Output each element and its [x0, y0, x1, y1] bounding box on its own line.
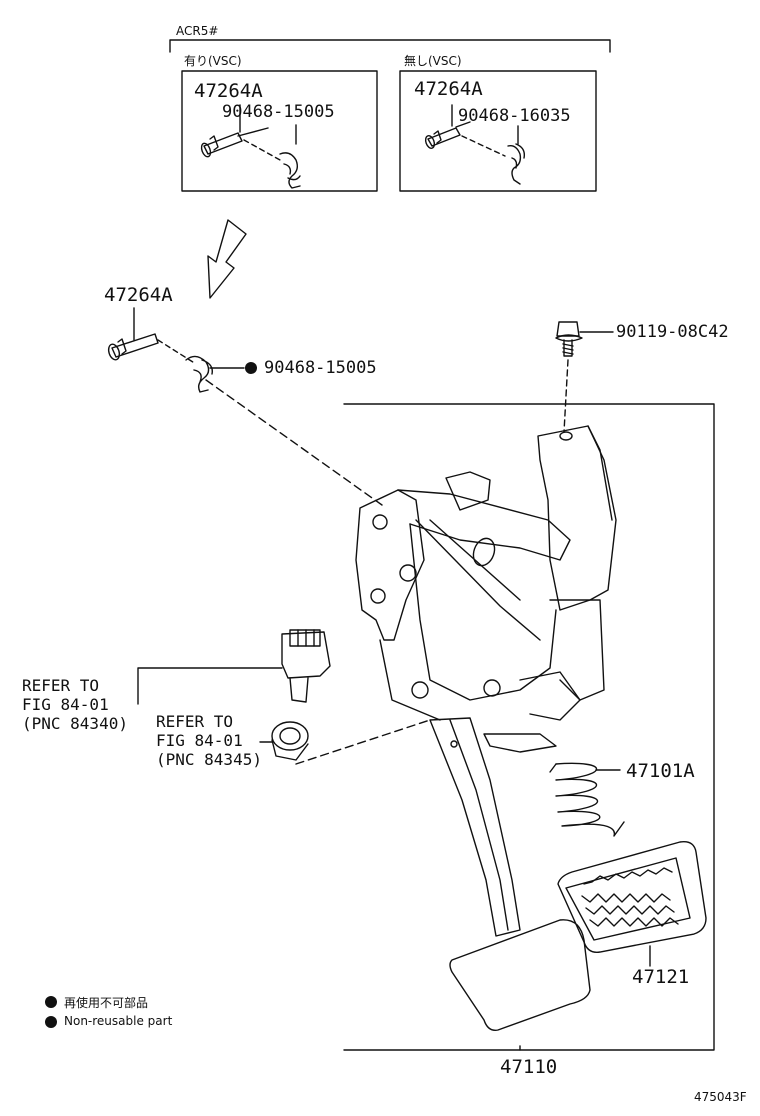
pedal-arm-drawing	[429, 717, 591, 1031]
variant-2-clip-icon	[507, 143, 526, 185]
non-reusable-dot	[245, 362, 257, 374]
stop-switch-icon	[281, 629, 331, 703]
pin-callout: 47264A	[104, 284, 173, 306]
spring-icon	[549, 762, 625, 837]
stop-switch-reference: REFER TO FIG 84-01 (PNC 84340)	[22, 676, 128, 733]
legend-dot-2	[45, 1016, 57, 1028]
variant-2-condition: 無し(VSC)	[404, 54, 462, 68]
cushion-reference: REFER TO FIG 84-01 (PNC 84345)	[156, 712, 262, 769]
variant-box-with-vsc	[181, 70, 378, 192]
variant-2-pin-label: 47264A	[414, 78, 483, 100]
bolt-callout: 90119-08C42	[616, 322, 729, 342]
variant-1-clip-icon	[279, 152, 301, 189]
variant-1-condition: 有り(VSC)	[184, 54, 242, 68]
pedal-bracket-drawing	[355, 425, 617, 753]
variant-1-pin-label: 47264A	[194, 80, 263, 102]
legend-en: Non-reusable part	[64, 1014, 173, 1028]
direction-arrow	[207, 219, 247, 299]
pedal-pad-icon	[557, 841, 707, 953]
clip-icon	[185, 355, 213, 393]
model-code-label: ACR5#	[176, 24, 219, 38]
variant-1-clip-label: 90468-15005	[222, 102, 335, 122]
variant-2-pin-icon	[424, 127, 461, 149]
variant-bracket	[169, 39, 611, 53]
assembly-callout: 47110	[500, 1056, 558, 1078]
legend-dot-1	[45, 996, 57, 1008]
spring-callout: 47101A	[626, 760, 695, 782]
legend-jp: 再使用不可部品	[64, 996, 149, 1010]
variant-box-without-vsc	[399, 70, 597, 192]
bolt-icon	[555, 321, 583, 357]
clip-callout: 90468-15005	[264, 358, 377, 378]
pad-callout: 47121	[632, 966, 690, 988]
variant-2-clip-label: 90468-16035	[458, 106, 571, 126]
assembly-frame	[343, 403, 715, 1051]
pin-icon	[107, 333, 159, 361]
cushion-icon	[271, 721, 309, 761]
variant-1-pin-icon	[200, 132, 243, 158]
figure-id: 475043F	[694, 1090, 747, 1104]
